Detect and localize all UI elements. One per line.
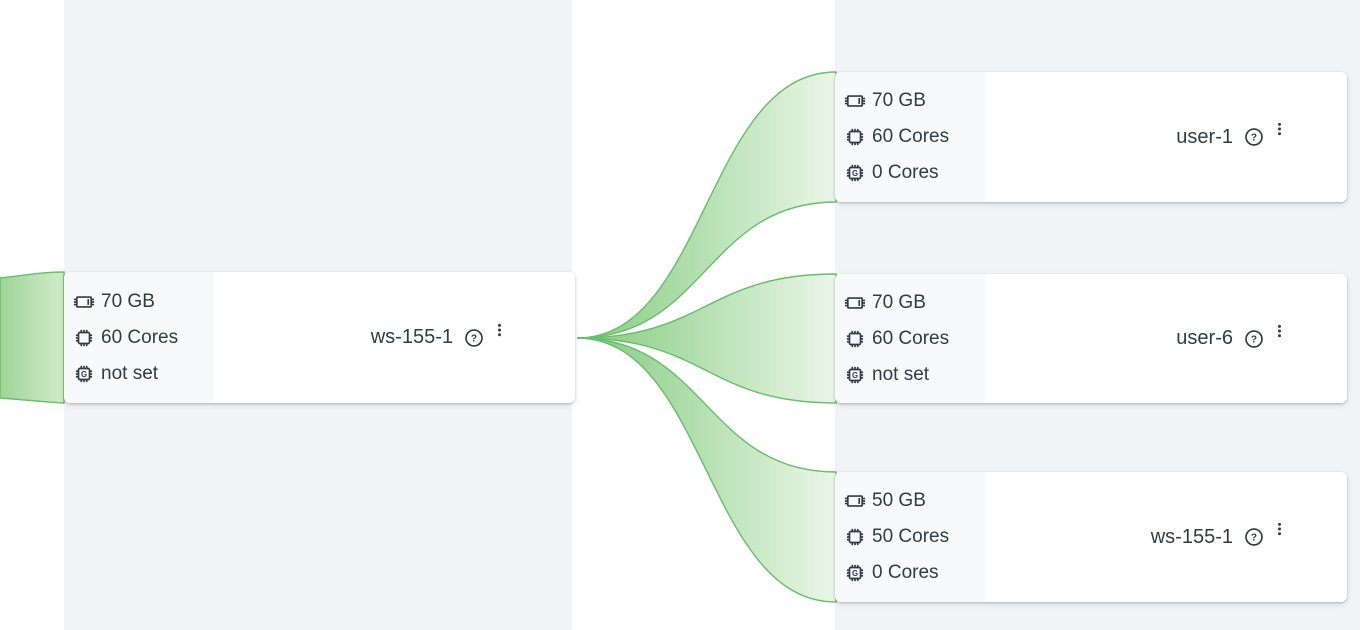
help-icon[interactable] (1243, 126, 1265, 148)
help-icon[interactable] (463, 327, 485, 349)
cpu-stat: 50 Cores (844, 519, 985, 555)
gpu-value: 0 Cores (872, 162, 939, 183)
node-card-ws-155-1[interactable]: 50 GB 50 Cores 0 Cores ws-155-1 (835, 472, 1347, 602)
allocation-link-ws-155-1 (576, 337, 837, 603)
node-title-row: ws-155-1 (371, 326, 507, 349)
node-title-row: user-1 (1176, 126, 1287, 149)
resource-stats-panel: 70 GB 60 Cores not set (64, 272, 214, 403)
cpu-value: 60 Cores (872, 327, 950, 349)
gpu-stat: not set (844, 357, 985, 393)
more-options-icon[interactable] (1272, 518, 1287, 540)
cpu-stat: 60 Cores (844, 119, 985, 155)
allocation-link-user-1 (576, 71, 837, 339)
ram-icon (844, 292, 866, 314)
more-options-icon[interactable] (1272, 118, 1287, 140)
resource-stats-panel: 50 GB 50 Cores 0 Cores (835, 472, 985, 602)
memory-value: 70 GB (872, 90, 926, 111)
gpu-stat: 0 Cores (844, 155, 985, 191)
ram-icon (844, 490, 866, 512)
gpu-icon (73, 363, 95, 385)
node-card-user-1[interactable]: 70 GB 60 Cores 0 Cores user-1 (835, 72, 1347, 202)
more-options-icon[interactable] (1272, 320, 1287, 342)
gpu-icon (844, 562, 866, 584)
node-card-root[interactable]: 70 GB 60 Cores not set ws-155-1 (64, 272, 575, 403)
node-title-row: ws-155-1 (1151, 526, 1287, 549)
memory-stat: 70 GB (844, 83, 985, 119)
memory-stat: 70 GB (844, 285, 985, 321)
cpu-icon (844, 328, 866, 350)
cpu-stat: 60 Cores (73, 320, 214, 356)
gpu-value: 0 Cores (872, 562, 939, 583)
cpu-value: 60 Cores (872, 126, 950, 147)
allocation-link-user-6 (576, 273, 837, 404)
resource-stats-panel: 70 GB 60 Cores 0 Cores (835, 72, 985, 202)
memory-value: 70 GB (101, 290, 155, 312)
more-options-icon[interactable] (492, 319, 507, 341)
node-name: user-1 (1176, 125, 1233, 148)
node-name: ws-155-1 (1150, 525, 1233, 548)
node-card-user-6[interactable]: 70 GB 60 Cores not set user-6 (835, 274, 1347, 403)
gpu-stat: 0 Cores (844, 555, 985, 591)
gpu-icon (844, 162, 866, 184)
node-card-content: user-6 (985, 274, 1347, 403)
help-icon[interactable] (1243, 328, 1265, 350)
gpu-icon (844, 364, 866, 386)
cpu-icon (844, 126, 866, 148)
gpu-value: not set (872, 363, 930, 385)
cpu-icon (844, 526, 866, 548)
ram-icon (73, 291, 95, 313)
cpu-value: 60 Cores (101, 326, 179, 348)
gpu-value: not set (101, 362, 159, 384)
node-card-content: ws-155-1 (985, 472, 1347, 602)
gpu-stat: not set (73, 356, 214, 392)
cpu-stat: 60 Cores (844, 321, 985, 357)
memory-stat: 70 GB (73, 284, 214, 320)
node-card-content: user-1 (985, 72, 1347, 202)
help-icon[interactable] (1243, 526, 1265, 548)
node-name: ws-155-1 (370, 326, 453, 348)
cpu-icon (73, 327, 95, 349)
node-name: user-6 (1176, 327, 1233, 349)
incoming-allocation-link (0, 271, 65, 404)
resource-stats-panel: 70 GB 60 Cores not set (835, 274, 985, 403)
ram-icon (844, 90, 866, 112)
cpu-value: 50 Cores (872, 526, 950, 547)
memory-stat: 50 GB (844, 483, 985, 519)
node-card-content: ws-155-1 (214, 272, 575, 403)
memory-value: 70 GB (872, 291, 926, 313)
node-title-row: user-6 (1176, 327, 1287, 350)
memory-value: 50 GB (872, 490, 926, 511)
